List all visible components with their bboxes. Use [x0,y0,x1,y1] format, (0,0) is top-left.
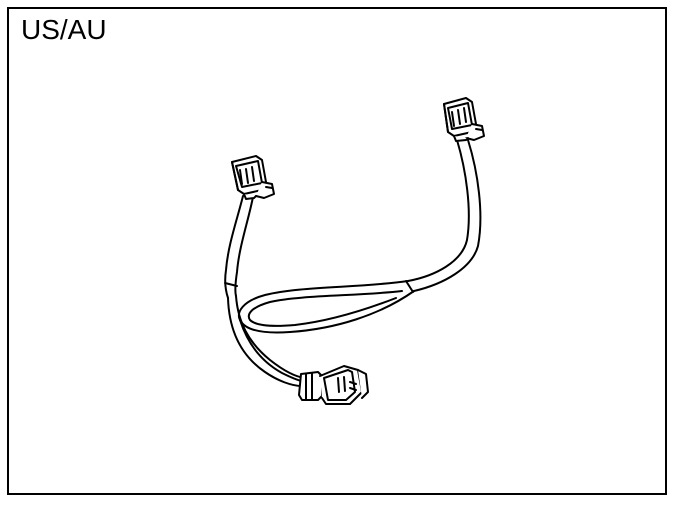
cable-loop [238,280,415,334]
connector-bottom-icon [298,365,369,405]
connector-top-right-icon [443,97,485,142]
right-cable [405,139,482,293]
region-label: US/AU [21,14,107,45]
figure-frame [7,7,667,495]
left-cable [224,195,254,299]
connector-top-left-icon [231,155,275,200]
